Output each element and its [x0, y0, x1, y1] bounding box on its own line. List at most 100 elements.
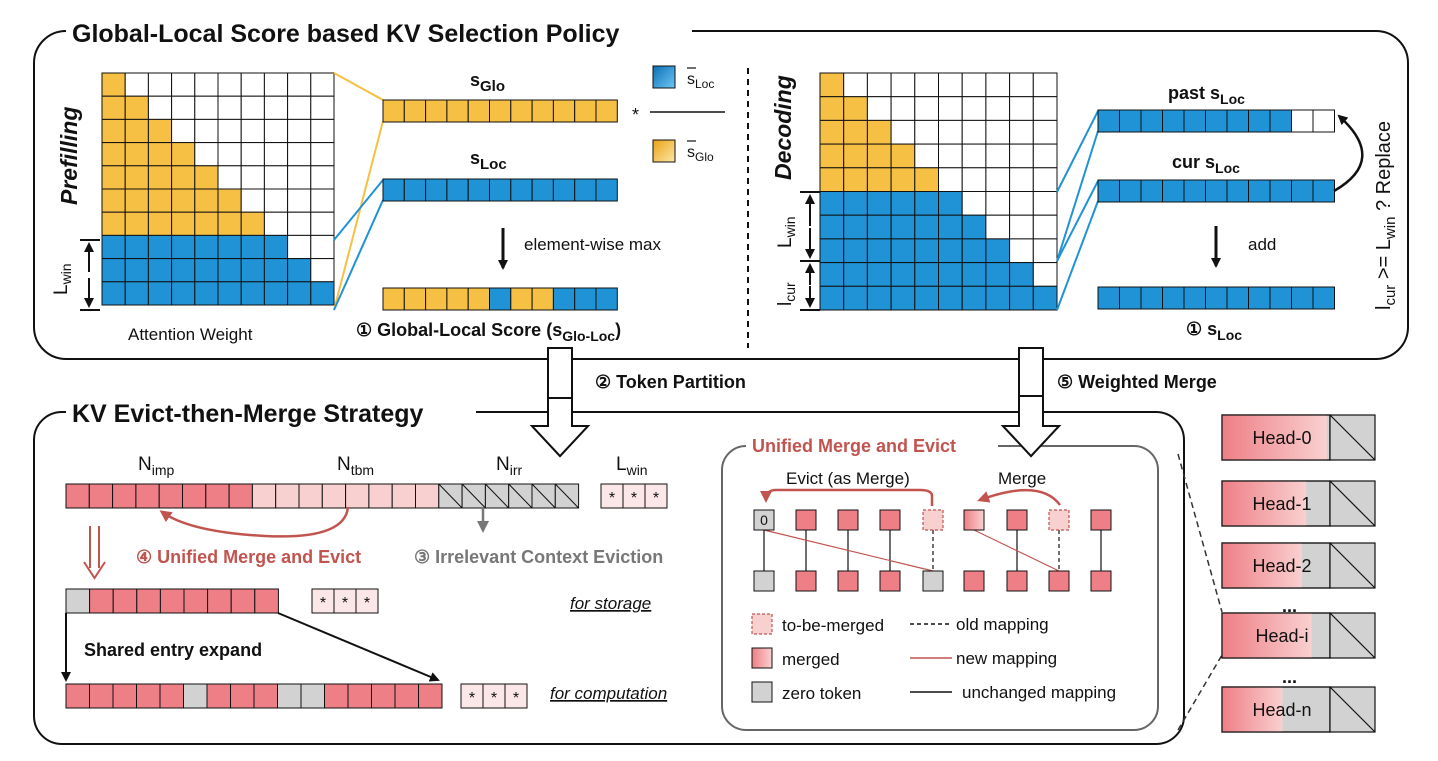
for-computation-label: for computation	[550, 684, 667, 703]
vector-cell	[425, 99, 448, 123]
attention-cell	[1032, 119, 1058, 145]
attention-cell	[171, 234, 196, 260]
new-mapping	[763, 529, 934, 572]
attention-cell	[240, 281, 265, 306]
vector-cell	[1291, 286, 1314, 310]
head-fill	[1222, 481, 1307, 526]
head-link-top	[1177, 453, 1223, 613]
attention-cell	[287, 95, 312, 120]
vector-cell	[531, 178, 554, 202]
top-panel	[33, 30, 1409, 360]
vector-cell	[489, 99, 512, 123]
attention-cell	[938, 96, 963, 121]
attention-cell	[124, 95, 149, 120]
head-label: Head-1	[1252, 494, 1311, 514]
attention-cell	[890, 119, 916, 145]
attention-cell	[1032, 191, 1058, 216]
double-arrow-head	[83, 561, 106, 580]
attention-cell	[914, 191, 939, 216]
computation-row	[65, 683, 443, 709]
attention-cell	[938, 143, 963, 169]
attention-cell	[985, 262, 1011, 287]
attention-cell	[147, 72, 173, 97]
computation-cell	[277, 683, 302, 709]
attention-cell	[961, 72, 987, 98]
computation-cell	[206, 683, 231, 709]
attention-cell	[171, 165, 196, 190]
to-be-merged-token	[1048, 509, 1070, 531]
attention-cell	[1009, 143, 1034, 169]
vector-cell	[382, 287, 405, 311]
window-star: *	[469, 690, 475, 707]
attention-cell	[310, 118, 335, 144]
attention-cell	[961, 167, 987, 193]
window-star: *	[513, 690, 519, 707]
computation-cell	[418, 683, 443, 709]
vector-cell	[382, 99, 405, 123]
multiply-symbol: *	[632, 105, 639, 125]
vector-cell	[1140, 179, 1163, 203]
token	[795, 509, 817, 531]
vector-cell	[1119, 109, 1142, 133]
vector-cell	[467, 287, 491, 311]
attention-cell	[961, 143, 987, 169]
attention-cell	[1009, 191, 1034, 216]
attention-cell	[914, 167, 939, 193]
attention-cell	[287, 118, 312, 144]
attention-cell	[1009, 119, 1034, 145]
vector-cell	[531, 287, 554, 311]
attention-cell	[938, 72, 963, 98]
legend-unchanged-label: unchanged mapping	[962, 683, 1116, 702]
attention-cell	[194, 72, 219, 97]
hatch-line	[554, 483, 579, 509]
storage-cell	[207, 588, 232, 614]
vector-cell	[1140, 109, 1163, 133]
vector-cell	[552, 99, 576, 123]
vector-cell	[467, 99, 491, 123]
vector-cell	[1119, 179, 1142, 203]
attention-cell	[194, 281, 219, 306]
window-cell	[644, 483, 668, 509]
unified-title: Unified Merge and Evict	[752, 436, 956, 456]
top-title-bg	[66, 16, 692, 50]
vector-cell	[1269, 179, 1292, 203]
storage-cell	[254, 588, 279, 614]
head-link-bottom	[1177, 654, 1223, 731]
attention-cell	[217, 281, 242, 306]
attention-cell	[171, 281, 196, 306]
attention-cell	[1032, 238, 1058, 264]
decode-sloc-label: ① sLoc	[1186, 319, 1242, 343]
top-title: Global-Local Score based KV Selection Po…	[72, 20, 619, 48]
attention-cell	[866, 262, 892, 287]
important-cell	[182, 483, 207, 509]
attention-cell	[171, 142, 196, 167]
attention-cell	[263, 258, 289, 283]
storage-cell	[159, 588, 185, 614]
add-label: add	[1248, 235, 1276, 254]
legend-tbm-label: to-be-merged	[782, 616, 884, 635]
important-cell	[135, 483, 160, 509]
vector-cell	[446, 287, 469, 311]
unified-mapping	[763, 529, 1102, 572]
attention-cell	[914, 143, 939, 169]
attention-cell	[263, 142, 289, 167]
to-be-merged-cell	[345, 483, 370, 509]
vector-cell	[1097, 109, 1120, 133]
important-cell	[205, 483, 230, 509]
attention-cell	[240, 118, 265, 144]
vector-cell	[403, 178, 427, 202]
attention-cell	[890, 214, 916, 240]
bottom-panel	[33, 411, 1185, 745]
attention-cell	[985, 143, 1011, 169]
attention-cell	[985, 238, 1011, 264]
attention-cell	[263, 165, 289, 190]
storage-cell	[65, 588, 91, 614]
attention-cell	[985, 96, 1011, 121]
attention-cell	[101, 142, 126, 167]
replace-condition: lcur >= Lwin ? Replace	[1373, 121, 1399, 310]
head-hatch	[1329, 686, 1376, 733]
attention-cell	[310, 95, 335, 120]
storage-cell	[89, 588, 114, 614]
attention-cell	[240, 188, 265, 213]
